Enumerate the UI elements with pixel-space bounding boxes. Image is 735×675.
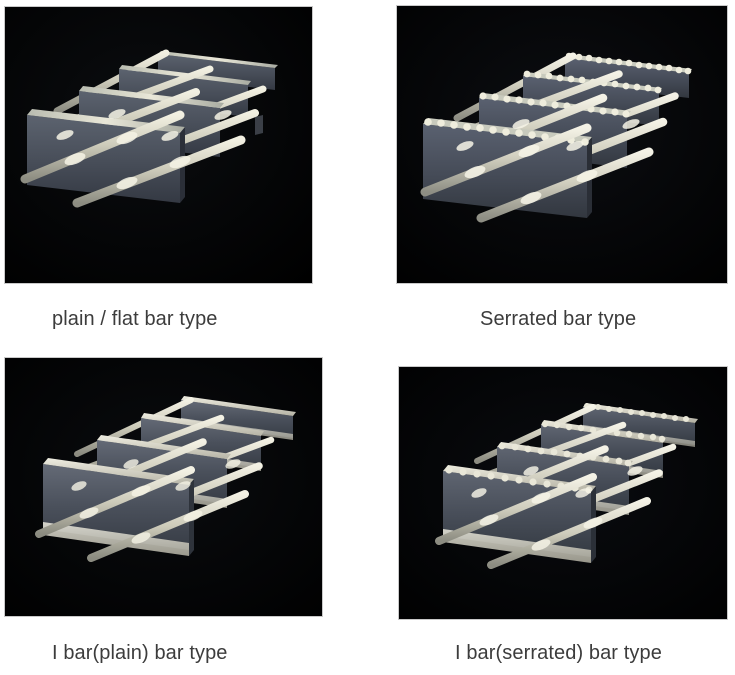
grating-illustration-plain-flat xyxy=(5,7,312,283)
grating-photo-serrated xyxy=(396,5,728,284)
grating-photo-plain-flat xyxy=(4,6,313,284)
caption-i-bar-serrated: I bar(serrated) bar type xyxy=(455,642,662,664)
caption-plain-flat: plain / flat bar type xyxy=(52,308,218,330)
grating-illustration-serrated xyxy=(397,6,727,283)
caption-i-bar-plain: I bar(plain) bar type xyxy=(52,642,228,664)
grating-photo-i-bar-plain xyxy=(4,357,323,617)
caption-serrated: Serrated bar type xyxy=(480,308,637,330)
grating-photo-i-bar-serrated xyxy=(398,366,728,620)
grating-illustration-i-bar-serrated xyxy=(399,367,727,619)
grating-illustration-i-bar-plain xyxy=(5,358,322,616)
